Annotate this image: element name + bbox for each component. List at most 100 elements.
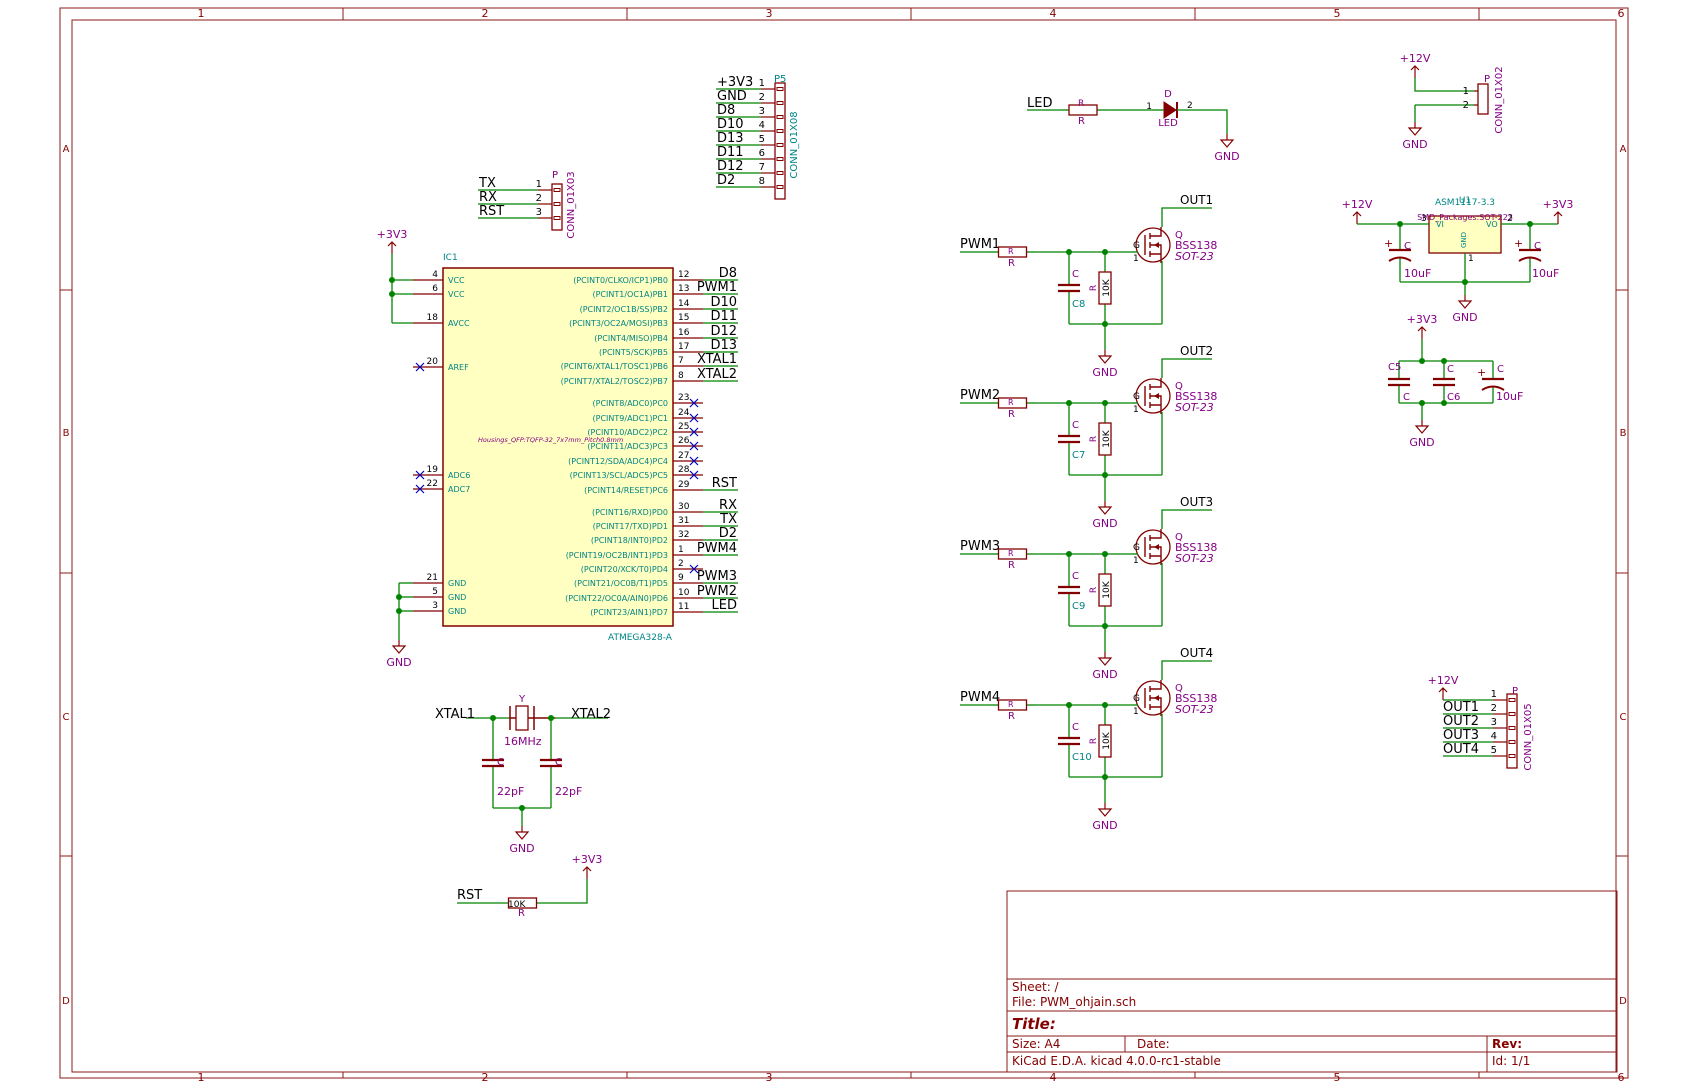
part-value: 16MHz bbox=[504, 735, 542, 748]
frame-row-left: A bbox=[63, 144, 70, 155]
part-ref: R bbox=[1089, 738, 1099, 744]
frame-row-right: D bbox=[1619, 996, 1627, 1007]
mcu-pin-number: 1 bbox=[678, 545, 684, 555]
tb-title: Title: bbox=[1012, 1015, 1056, 1033]
mcu-pin-name: ADC7 bbox=[448, 485, 470, 494]
ground-label: GND bbox=[1092, 517, 1117, 530]
part-value: 10K bbox=[1102, 731, 1112, 749]
ground-symbol bbox=[1407, 122, 1423, 136]
part-ref: R bbox=[1008, 398, 1014, 407]
connector-pin-tab bbox=[553, 216, 561, 220]
mcu-pin-name: (PCINT1/OC1A)PB1 bbox=[592, 290, 668, 299]
mcu-pin-number: 12 bbox=[678, 270, 689, 280]
pin-number: 1 bbox=[536, 179, 542, 190]
mcu-pin-name: (PCINT11/ADC3)PC3 bbox=[587, 442, 668, 451]
wire bbox=[1177, 109, 1228, 134]
net-label: OUT3 bbox=[1443, 728, 1479, 743]
net-label: D11 bbox=[717, 145, 744, 160]
frame-col-bottom: 3 bbox=[766, 1071, 773, 1081]
ground-symbol bbox=[1457, 295, 1473, 309]
pin-name: VO bbox=[1486, 220, 1498, 229]
capacitor-plates bbox=[1058, 585, 1080, 595]
part-value: 10uF bbox=[1532, 267, 1559, 280]
mcu-pin-number: 24 bbox=[678, 408, 690, 418]
sheet-frame bbox=[59, 7, 1629, 1079]
pin-label: G bbox=[1133, 392, 1140, 402]
net-label: OUT1 bbox=[1180, 193, 1213, 207]
net-label: D13 bbox=[710, 338, 737, 353]
net-label: D10 bbox=[710, 295, 737, 310]
part-ref: C bbox=[1072, 722, 1079, 733]
connector-pin-tab bbox=[1508, 712, 1516, 716]
net-label: RST bbox=[457, 888, 482, 903]
pin-number: 3 bbox=[1421, 214, 1427, 224]
connector-pin-tab bbox=[776, 185, 784, 189]
junction-dot bbox=[396, 594, 402, 600]
mcu-pin-number: 21 bbox=[427, 573, 438, 583]
no-connect-mark bbox=[415, 470, 425, 480]
junction-dot bbox=[396, 608, 402, 614]
mcu-pin-name: (PCINT12/SDA/ADC4)PC4 bbox=[568, 457, 668, 466]
part-ref: C bbox=[1404, 241, 1411, 252]
resistor-body bbox=[997, 246, 1028, 258]
frame-col-top: 4 bbox=[1050, 7, 1057, 20]
mcu-pin-number: 6 bbox=[432, 284, 438, 294]
ground-label: GND bbox=[1409, 436, 1434, 449]
resistor-body bbox=[1098, 422, 1112, 456]
frame-col-top: 5 bbox=[1334, 7, 1341, 20]
pin-number: 5 bbox=[1491, 745, 1497, 756]
pin-number: 3 bbox=[536, 207, 542, 218]
mcu-pin-number: 9 bbox=[678, 573, 684, 583]
part-ref: C bbox=[1072, 571, 1079, 582]
part-footprint: SOT-23 bbox=[1175, 401, 1214, 414]
net-label: TX bbox=[478, 176, 496, 191]
connector-pin-tab bbox=[776, 171, 784, 175]
mcu-ic1[interactable]: IC1 ATMEGA328-A Housings_QFP:TQFP-32_7x7… bbox=[413, 253, 703, 643]
frame-row-right: C bbox=[1620, 712, 1627, 723]
mosfet-arrow bbox=[1154, 242, 1159, 248]
power-label: +12V bbox=[1400, 52, 1431, 65]
part-ref: C10 bbox=[1072, 752, 1092, 763]
part-value: CONN_01X08 bbox=[789, 111, 800, 178]
mcu-pin-name: (PCINT0/CLKO/ICP1)PB0 bbox=[573, 276, 668, 285]
part-ref: R bbox=[1008, 711, 1015, 722]
part-ref: C9 bbox=[1072, 601, 1085, 612]
power-symbol bbox=[1438, 687, 1448, 700]
ground-label: GND bbox=[1092, 366, 1117, 379]
capacitor-plates bbox=[482, 758, 504, 768]
ground-label: GND bbox=[1214, 150, 1239, 163]
mcu-pin-number: 15 bbox=[678, 313, 689, 323]
power-symbol bbox=[1553, 211, 1563, 224]
net-label: D8 bbox=[717, 103, 735, 118]
frame-col-top: 3 bbox=[766, 7, 773, 20]
capacitor-plates bbox=[1433, 377, 1455, 387]
frame-row-left: B bbox=[63, 428, 70, 439]
net-label: D8 bbox=[719, 266, 737, 281]
mcu-value: ATMEGA328-A bbox=[608, 633, 673, 643]
net-label: LED bbox=[712, 598, 737, 613]
mcu-pin-name: (PCINT8/ADC0)PC0 bbox=[593, 399, 668, 408]
tb-id: Id: 1/1 bbox=[1492, 1054, 1530, 1068]
pin-number: 1 bbox=[1491, 689, 1497, 700]
frame-col-bottom: 4 bbox=[1050, 1071, 1057, 1081]
mcu-pin-name: (PCINT21/OC0B/T1)PD5 bbox=[574, 579, 668, 588]
power-symbol bbox=[1417, 326, 1427, 339]
pin-number: 1 bbox=[1133, 254, 1139, 264]
net-label: RX bbox=[479, 190, 497, 205]
junction-dot bbox=[389, 277, 395, 283]
connector-pin-tab bbox=[776, 115, 784, 119]
connector-pin-tab bbox=[776, 157, 784, 161]
mcu-pin-name: (PCINT19/OC2B/INT1)PD3 bbox=[566, 551, 668, 560]
no-connect-mark bbox=[689, 398, 699, 408]
pin-number: 2 bbox=[1507, 214, 1513, 224]
mcu-pin-number: 19 bbox=[427, 465, 439, 475]
part-ref: C bbox=[555, 757, 562, 768]
net-label: RX bbox=[719, 498, 737, 513]
title-block-text: Sheet: / File: PWM_ohjain.sch Title: Siz… bbox=[1012, 980, 1530, 1068]
pin-number: 1 bbox=[1146, 102, 1152, 112]
net-label: PWM1 bbox=[960, 237, 1000, 252]
mosfet-circle bbox=[1135, 529, 1171, 565]
wire bbox=[553, 879, 588, 904]
connector-pin-tab bbox=[553, 202, 561, 206]
part-ref: D bbox=[1164, 89, 1172, 100]
